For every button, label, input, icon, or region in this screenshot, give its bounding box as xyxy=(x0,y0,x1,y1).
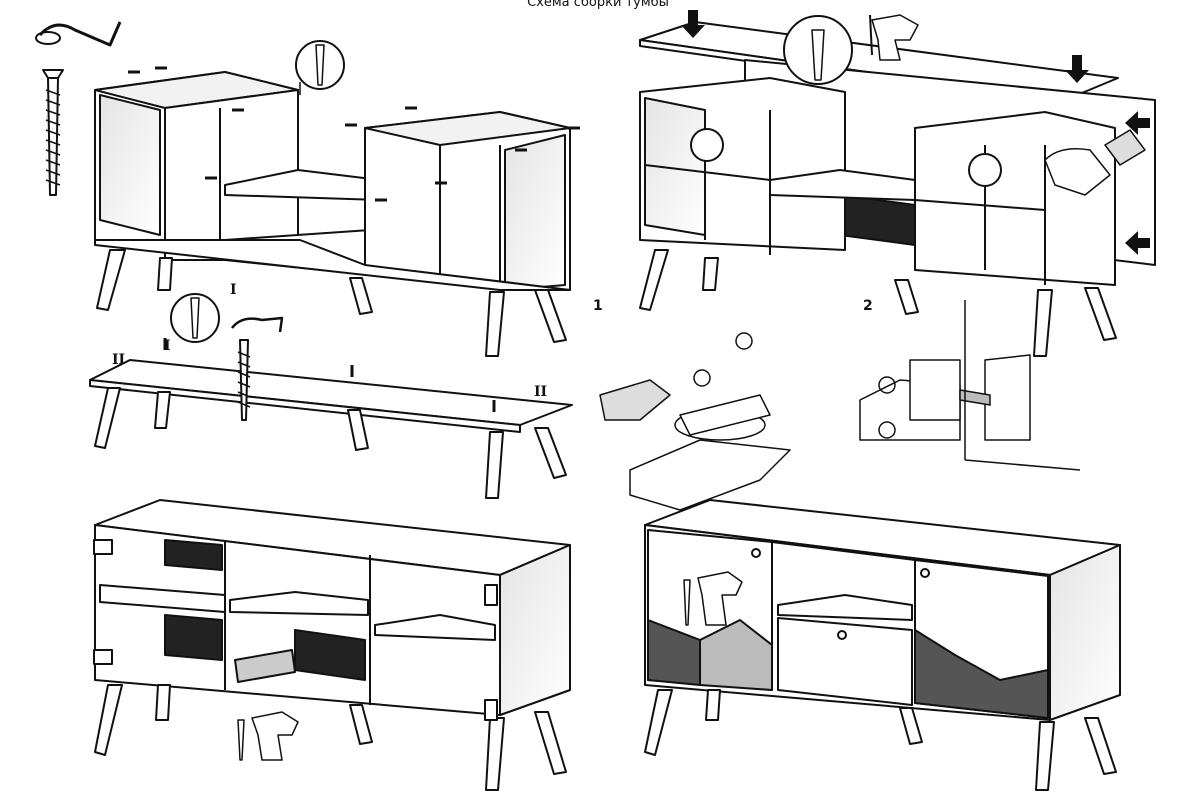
step-3-cabinet xyxy=(93,499,571,791)
step-number-2: 2 xyxy=(863,298,873,314)
roman-mark-1: I xyxy=(230,282,237,298)
step-1-base xyxy=(89,293,573,499)
roman-mark-3: II xyxy=(112,352,126,368)
step-1-frame xyxy=(35,21,580,357)
step-number-1: 1 xyxy=(593,298,603,314)
roman-mark-2: I xyxy=(164,338,171,354)
roman-mark-4: II xyxy=(534,384,548,400)
step-2-frame xyxy=(639,10,1156,357)
step-4-cabinet xyxy=(644,499,1121,791)
hinge-detail xyxy=(599,300,1081,511)
diagram-title: Схема сборки тумбы xyxy=(527,0,669,10)
